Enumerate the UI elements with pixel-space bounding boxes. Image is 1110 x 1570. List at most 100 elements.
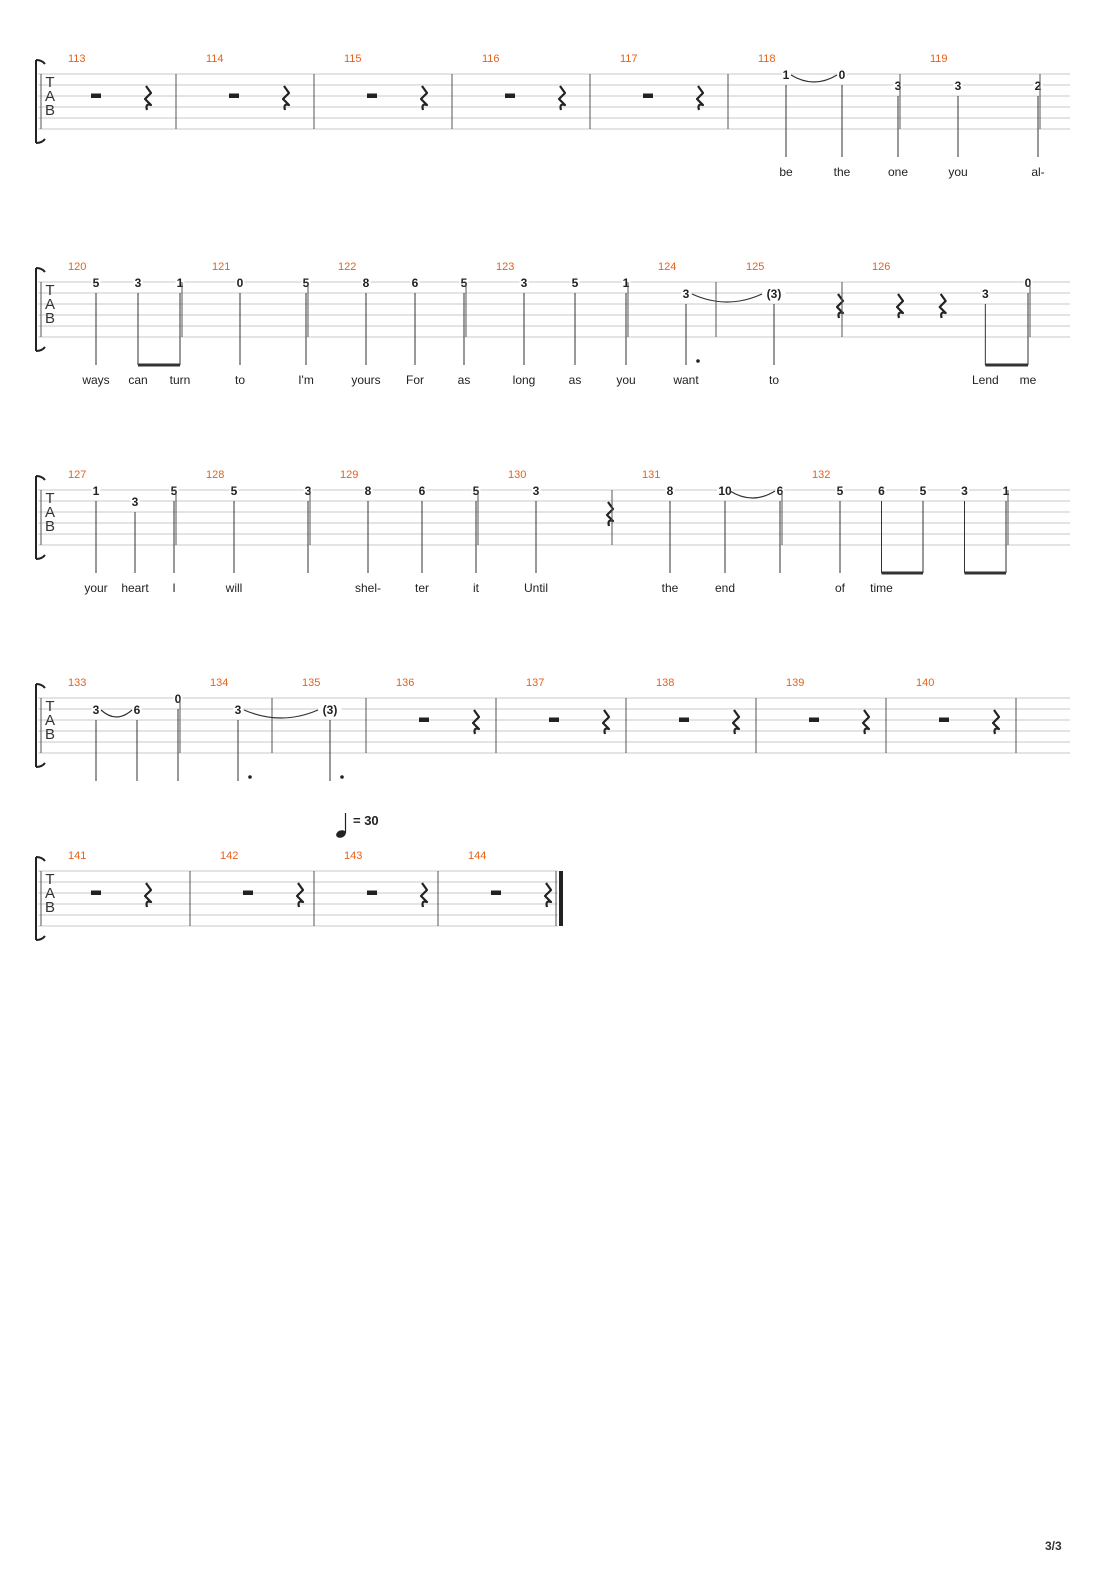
measure: 136 [396, 677, 497, 753]
fret-background [459, 277, 469, 289]
fret-background [235, 277, 245, 289]
half-rest [549, 717, 559, 722]
measure: 125(3)to [746, 261, 845, 387]
quarter-rest [419, 85, 429, 111]
fret-number: 6 [412, 276, 419, 290]
tempo-note-icon [336, 813, 347, 838]
fret-number: 5 [93, 276, 100, 290]
measure-number: 142 [220, 850, 238, 862]
tab-clef-letter: A [45, 296, 55, 313]
fret-background [91, 485, 101, 497]
fret-background [953, 80, 963, 92]
tab-clef-letter: B [45, 102, 55, 119]
lyric-syllable: al- [1031, 165, 1044, 179]
measure: 135(3) [302, 677, 367, 781]
fret-background [893, 80, 903, 92]
measure-number: 128 [206, 469, 224, 481]
measure-number: 141 [68, 850, 86, 862]
fret-background [837, 69, 847, 81]
measure-number: 123 [496, 261, 514, 273]
fret-background [471, 485, 481, 497]
measure-number: 135 [302, 677, 320, 689]
quarter-rest [471, 709, 481, 735]
tab-clef-letter: B [45, 726, 55, 743]
fret-background [417, 485, 427, 497]
quarter-rest [143, 85, 153, 111]
tab-clef-letter: A [45, 885, 55, 902]
fret-number: 6 [134, 703, 141, 717]
lyric-syllable: I'm [298, 373, 314, 387]
quarter-rest [543, 882, 553, 908]
lyric-syllable: as [458, 373, 471, 387]
fret-number: 6 [878, 484, 885, 498]
tab-clef-letter: B [45, 899, 55, 916]
tab-clef-letter: A [45, 712, 55, 729]
fret-background [363, 485, 373, 497]
fret-background [1033, 80, 1043, 92]
tie-arc [243, 709, 319, 719]
fret-background [169, 485, 179, 497]
lyric-syllable: I [172, 581, 175, 595]
fret-background [133, 277, 143, 289]
fret-number: (3) [767, 287, 782, 301]
measure-number: 119 [930, 53, 948, 65]
measure: 142 [220, 850, 315, 926]
fret-background [531, 485, 541, 497]
bracket-bottom-hook [35, 138, 46, 144]
fret-number: 3 [895, 79, 902, 93]
fret-background [681, 288, 691, 300]
measure-number: 124 [658, 261, 676, 273]
lyric-syllable: long [513, 373, 536, 387]
fret-background [318, 704, 342, 716]
lyric-syllable: your [84, 581, 107, 595]
fret-background [130, 496, 140, 508]
lyric-syllable: to [235, 373, 245, 387]
bracket-top-hook [35, 59, 46, 65]
fret-number: 8 [667, 484, 674, 498]
fret-background [570, 277, 580, 289]
fret-number: 5 [572, 276, 579, 290]
fret-number: 5 [461, 276, 468, 290]
fret-number: 6 [777, 484, 784, 498]
half-rest [419, 717, 429, 722]
duration-dot [340, 775, 344, 779]
measure-number: 130 [508, 469, 526, 481]
lyric-syllable: as [569, 373, 582, 387]
fret-number: 6 [419, 484, 426, 498]
fret-background [621, 277, 631, 289]
quarter-rest [295, 882, 305, 908]
measure-number: 122 [338, 261, 356, 273]
half-rest [91, 890, 101, 895]
quarter-rest [895, 293, 905, 319]
tab-clef-letter: B [45, 310, 55, 327]
fret-number: 3 [683, 287, 690, 301]
measure: 124 3 want [658, 261, 717, 387]
quarter-note-head [336, 830, 346, 838]
half-rest [91, 93, 101, 98]
tab-system: TAB1205ways3can1turn1210to5I'm1228yours6… [35, 261, 1070, 387]
tab-clef-letter: T [45, 74, 54, 91]
lyric-syllable: want [672, 373, 699, 387]
lyric-syllable: the [834, 165, 851, 179]
lyric-syllable: will [225, 581, 243, 595]
quarter-rest [861, 709, 871, 735]
fret-number: 3 [521, 276, 528, 290]
fret-number: 3 [961, 484, 968, 498]
fret-number: 5 [231, 484, 238, 498]
measure: 139 [786, 677, 887, 753]
lyric-syllable: to [769, 373, 779, 387]
measure-number: 118 [758, 53, 776, 65]
lyric-syllable: Until [524, 581, 548, 595]
